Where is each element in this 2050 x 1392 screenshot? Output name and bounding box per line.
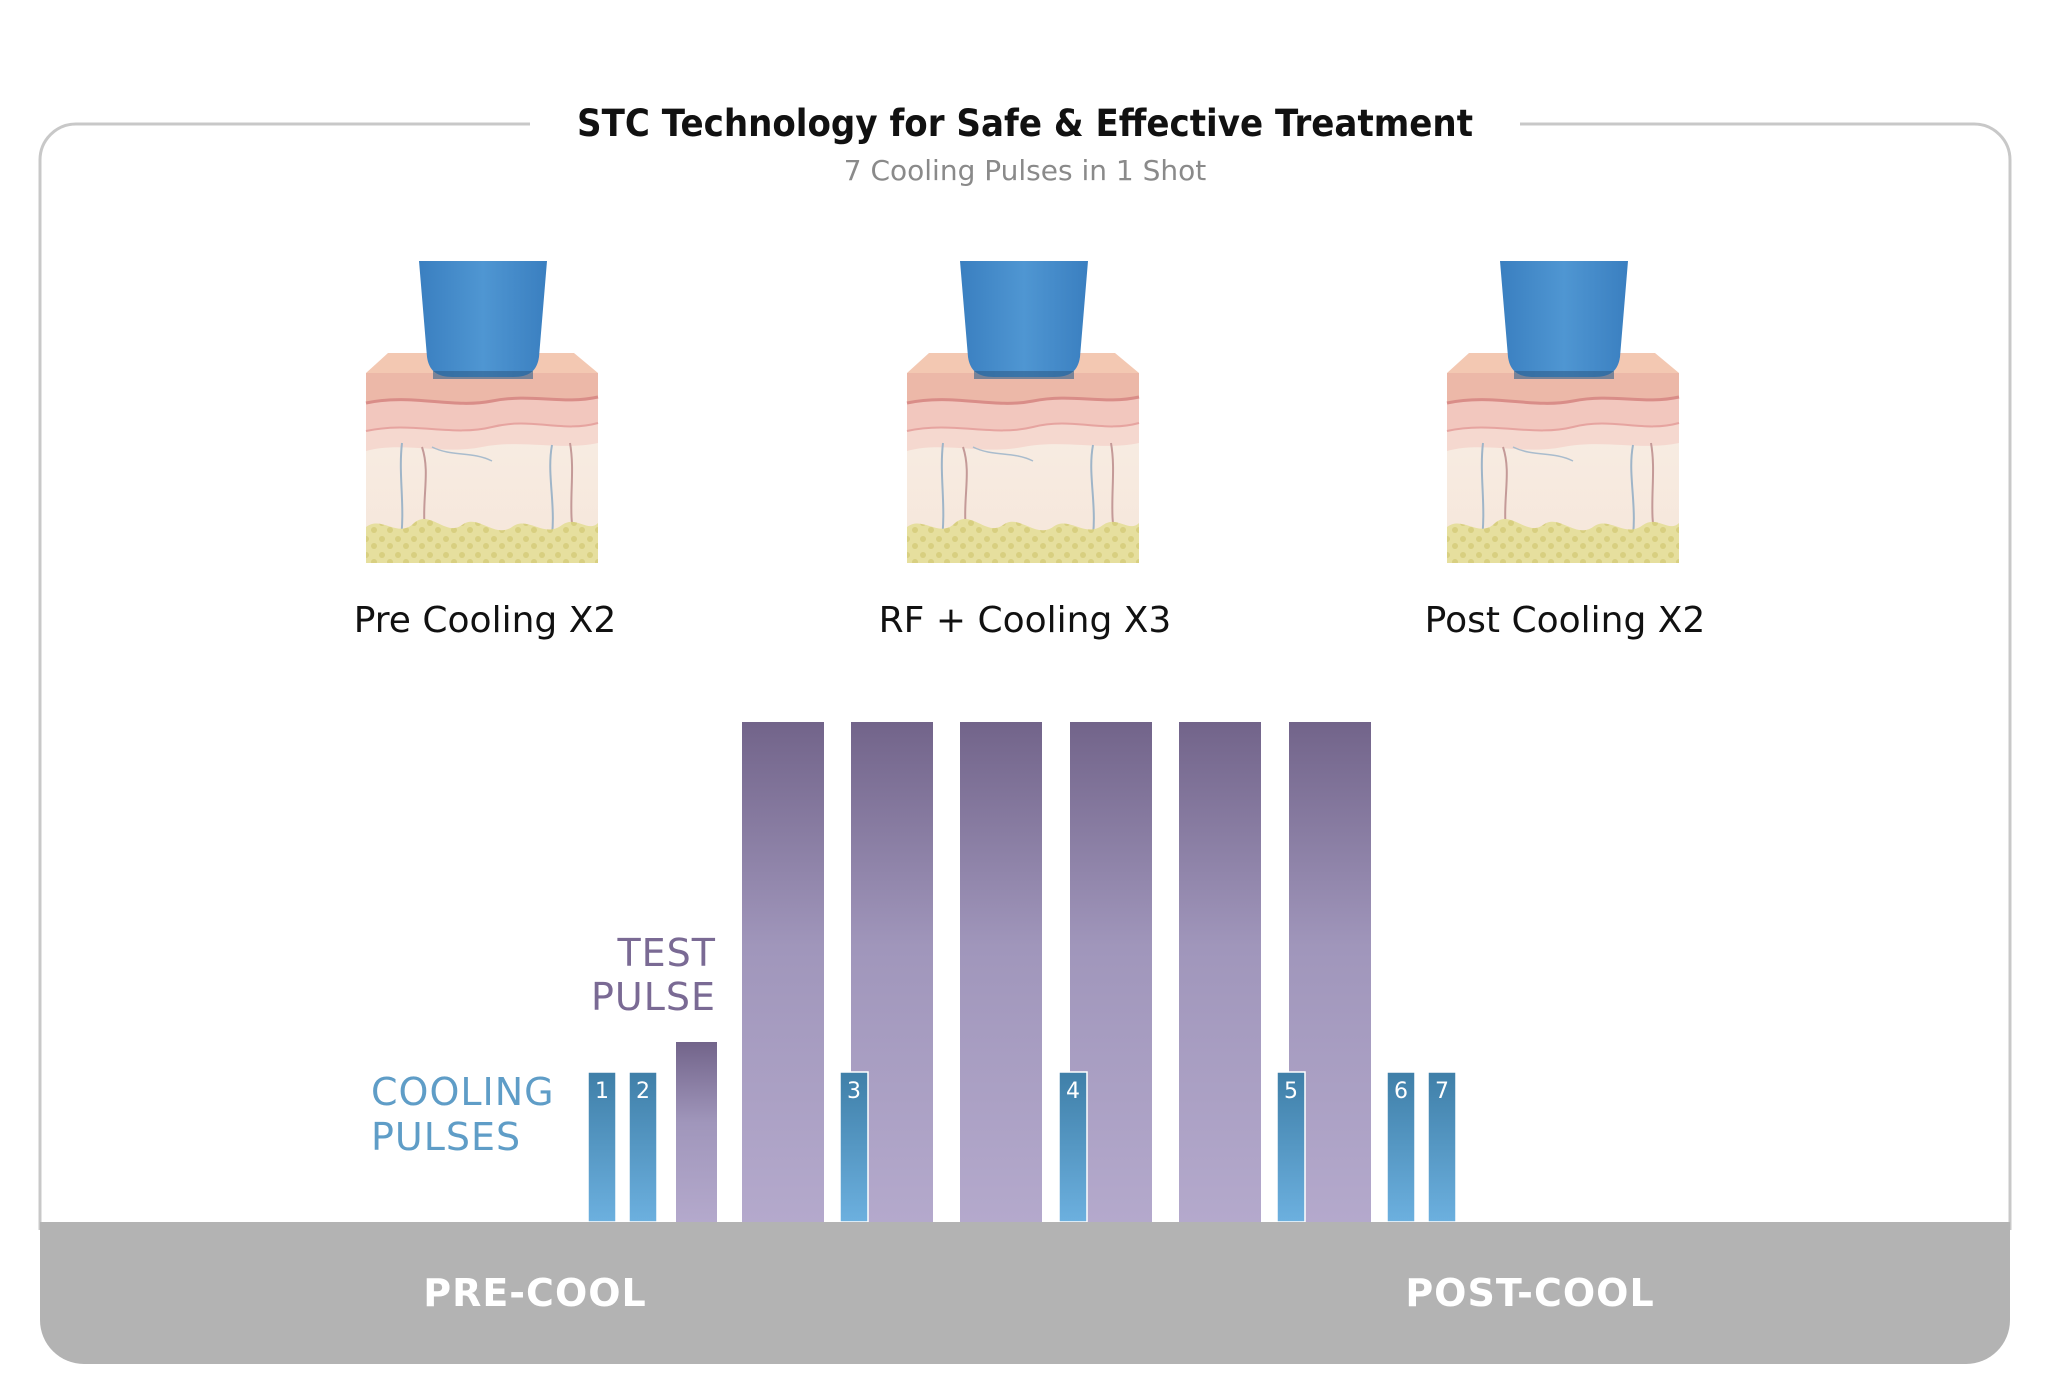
cooling-pulse-bar	[1386, 1071, 1416, 1223]
rf-pulse-bar	[742, 722, 824, 1222]
phase-band	[40, 1222, 2010, 1364]
cooling-pulse-bar	[1427, 1071, 1457, 1223]
cooling-pulse-bar	[628, 1071, 658, 1223]
stage-caption-pre-cooling: Pre Cooling X2	[354, 600, 617, 641]
stage-pre-cooling-illustration	[364, 261, 600, 565]
cooling-pulse-bar	[1276, 1071, 1306, 1223]
stage-rf-cooling-illustration	[905, 261, 1141, 565]
cooling-pulse-number: 3	[847, 1079, 861, 1104]
stage-caption-post-cooling: Post Cooling X2	[1425, 600, 1706, 641]
diagram-title: STC Technology for Safe & Effective Trea…	[577, 102, 1473, 145]
test-pulse-label-line2: PULSE	[591, 975, 716, 1019]
phase-label-post-cool: POST-COOL	[1405, 1271, 1654, 1315]
cooling-pulse-number: 4	[1066, 1079, 1080, 1104]
test-pulse-label-line1: TEST	[616, 931, 716, 975]
cooling-pulses-label-line2: PULSES	[371, 1115, 521, 1159]
test-pulse-bar	[676, 1042, 717, 1222]
cooling-pulse-bar	[839, 1071, 869, 1223]
rf-pulse-bar	[960, 722, 1042, 1222]
rf-pulse-bar	[1179, 722, 1261, 1222]
cooling-pulses-label-line1: COOLING	[371, 1070, 555, 1114]
cooling-pulse-bar	[1058, 1071, 1088, 1223]
cooling-pulse-number: 2	[636, 1079, 650, 1104]
cooling-pulse-number: 1	[595, 1079, 609, 1104]
stage-caption-rf-cooling: RF + Cooling X3	[879, 600, 1172, 641]
stage-post-cooling-illustration	[1445, 261, 1681, 565]
cooling-pulse-number: 5	[1284, 1079, 1298, 1104]
phase-label-pre-cool: PRE-COOL	[423, 1271, 647, 1315]
cooling-pulse-number: 6	[1394, 1079, 1408, 1104]
diagram-subtitle: 7 Cooling Pulses in 1 Shot	[844, 154, 1207, 187]
cooling-pulse-bar	[587, 1071, 617, 1223]
cooling-pulse-number: 7	[1435, 1079, 1449, 1104]
pulse-timeline: 1 2 3 4 5 6 7	[587, 722, 1457, 1223]
frame-outline	[38, 122, 2012, 1230]
